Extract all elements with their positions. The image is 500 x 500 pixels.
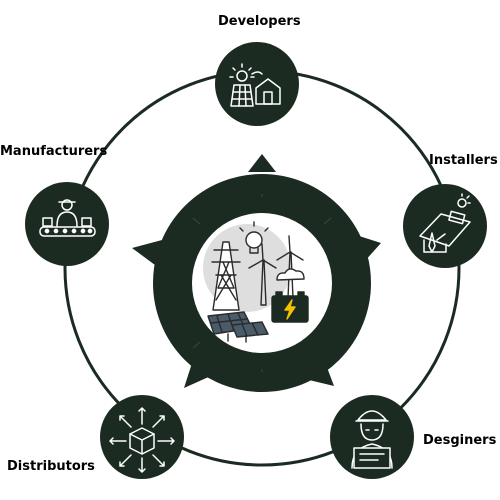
node-developers[interactable]	[215, 42, 299, 126]
node-installers[interactable]	[403, 184, 487, 268]
node-desginers[interactable]	[330, 395, 414, 479]
solar-house-icon	[229, 63, 281, 107]
engineer-blueprint-icon	[351, 410, 393, 469]
ring-spike-left	[132, 240, 162, 265]
label-developers: Developers	[218, 14, 301, 29]
factory-worker-conveyor-icon	[39, 199, 96, 237]
node-distributors[interactable]	[100, 395, 184, 479]
label-distributors: Distributors	[7, 459, 95, 474]
ring-spike-top	[248, 154, 276, 172]
ring-spike-bottom-left	[184, 363, 213, 388]
node-manufacturers[interactable]	[25, 182, 109, 266]
renewable-energy-illustration-icon	[203, 221, 309, 343]
label-manufacturers: Manufacturers	[0, 144, 108, 159]
roof-solar-install-icon	[419, 193, 471, 253]
label-installers: Installers	[429, 153, 498, 168]
label-desginers: Desginers	[423, 433, 497, 448]
box-distribution-icon	[109, 407, 175, 473]
